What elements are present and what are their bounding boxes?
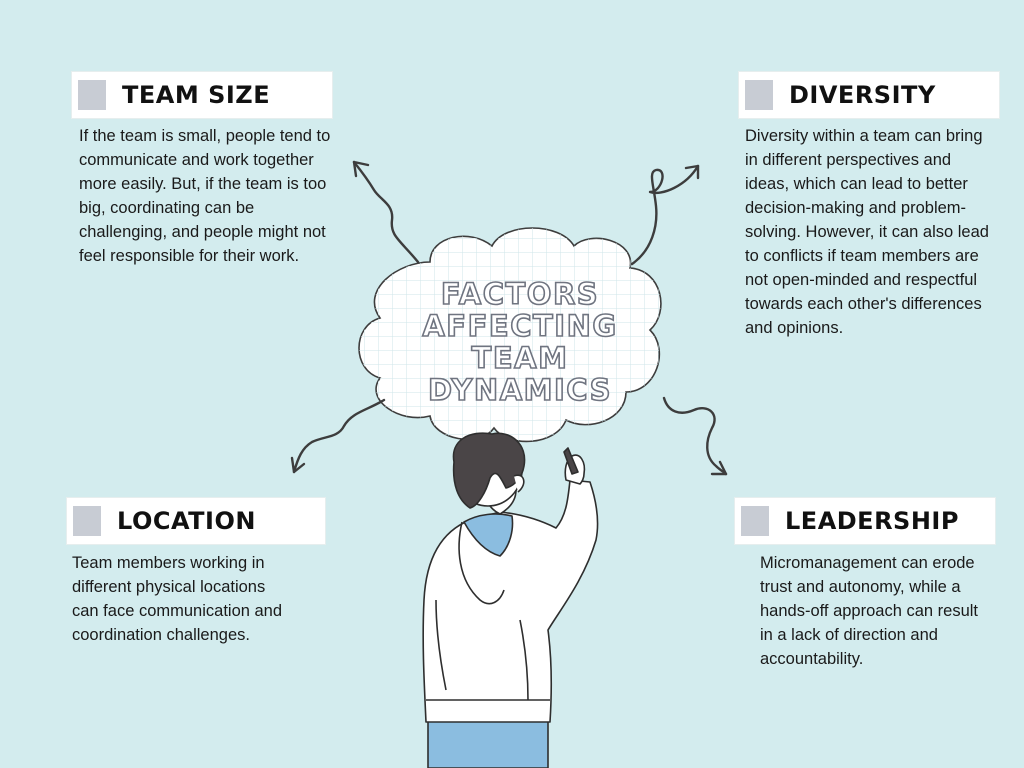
team-size-label-box: TEAM SIZE xyxy=(72,72,332,118)
diversity-heading: DIVERSITY xyxy=(789,81,936,109)
square-bullet-icon xyxy=(73,506,101,536)
team-size-description: If the team is small, people tend to com… xyxy=(79,127,331,265)
location-description: Team members working in different physic… xyxy=(72,554,283,644)
leadership-heading: LEADERSHIP xyxy=(785,507,959,535)
curly-arrow-down-right-icon xyxy=(662,396,728,476)
thought-cloud-icon xyxy=(358,227,662,443)
square-bullet-icon xyxy=(741,506,769,536)
title-line-2: AFFECTING xyxy=(422,309,618,343)
square-bullet-icon xyxy=(78,80,106,110)
curly-arrow-down-left-icon xyxy=(290,398,386,474)
diversity-description: Diversity within a team can bring in dif… xyxy=(745,127,989,337)
team-size-heading: TEAM SIZE xyxy=(122,81,271,109)
center-title: FACTORS AFFECTING TEAM DYNAMICS xyxy=(400,277,640,407)
leadership-label-box: LEADERSHIP xyxy=(735,498,995,544)
location-label-box: LOCATION xyxy=(67,498,325,544)
title-line-4: DYNAMICS xyxy=(427,373,613,407)
title-line-1: FACTORS xyxy=(440,277,600,311)
location-heading: LOCATION xyxy=(117,507,256,535)
diversity-label-box: DIVERSITY xyxy=(739,72,999,118)
title-line-3: TEAM xyxy=(471,341,569,375)
curly-arrow-up-right-icon xyxy=(630,164,700,266)
leadership-description: Micromanagement can erode trust and auto… xyxy=(760,554,979,668)
square-bullet-icon xyxy=(745,80,773,110)
curly-arrow-up-left-icon xyxy=(352,160,420,264)
person-writing-illustration xyxy=(422,432,599,768)
